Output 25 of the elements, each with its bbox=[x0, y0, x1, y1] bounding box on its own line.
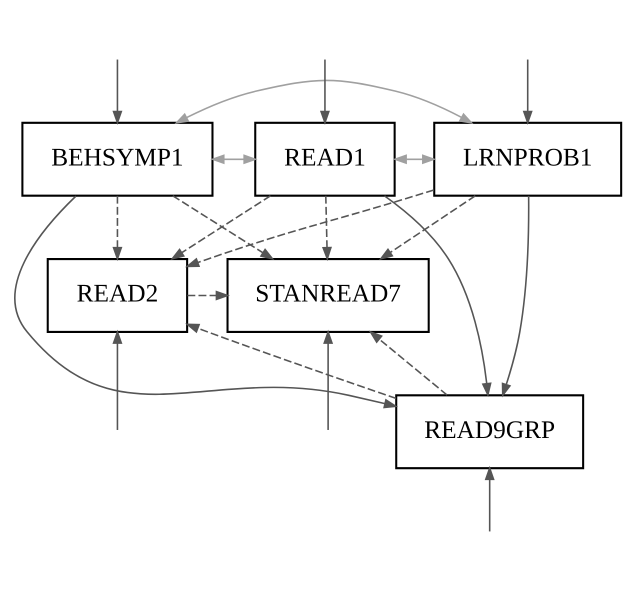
node-box: READ1 bbox=[254, 121, 396, 196]
arrow bbox=[112, 59, 122, 124]
arrow bbox=[378, 194, 476, 260]
node-box: READ9GRP bbox=[395, 394, 584, 469]
arrow bbox=[185, 188, 434, 267]
node-box: LRNPROB1 bbox=[433, 121, 622, 196]
arrow bbox=[112, 195, 122, 261]
node-box: BEHSYMP1 bbox=[21, 121, 214, 196]
arrow bbox=[187, 290, 230, 300]
arrow bbox=[384, 194, 492, 397]
arrow bbox=[322, 195, 332, 261]
arrow bbox=[320, 59, 330, 124]
arrow bbox=[210, 154, 258, 164]
arrow bbox=[368, 330, 448, 396]
arrow bbox=[14, 195, 398, 408]
arrow bbox=[185, 322, 396, 399]
arrow bbox=[392, 154, 436, 164]
arrow bbox=[112, 329, 122, 430]
arrow bbox=[484, 465, 495, 531]
node-box: READ2 bbox=[46, 258, 188, 332]
arrow bbox=[174, 79, 474, 124]
arrow bbox=[323, 329, 334, 430]
arrow bbox=[522, 59, 533, 124]
node-box: STANREAD7 bbox=[226, 258, 430, 332]
arrow bbox=[502, 195, 530, 397]
